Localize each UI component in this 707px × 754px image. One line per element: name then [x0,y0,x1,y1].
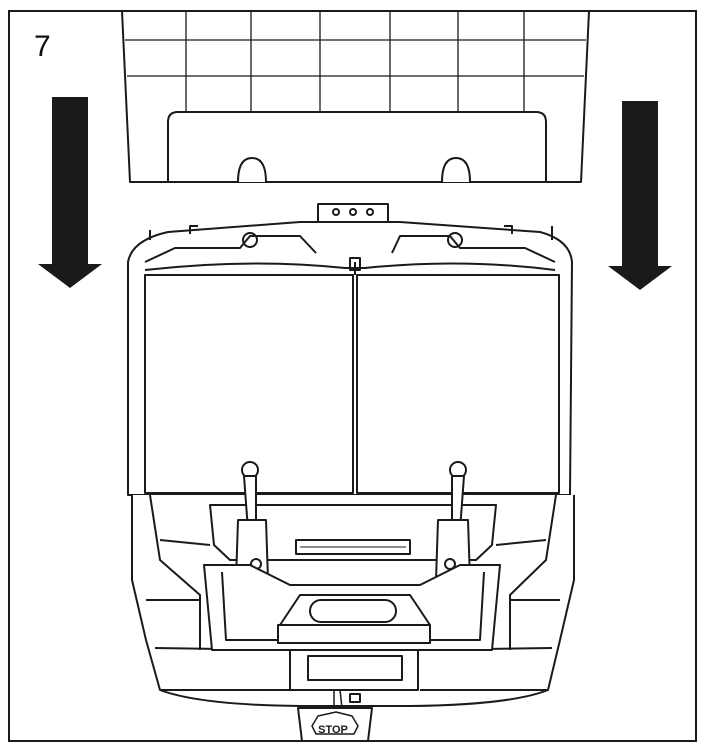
machine-body [127,203,573,496]
stop-tag [297,689,373,742]
front-tray [203,564,501,691]
filter-panel [121,10,590,183]
step-number: 7 [34,30,51,63]
right-down-arrow [608,101,672,290]
left-down-arrow [38,97,102,288]
